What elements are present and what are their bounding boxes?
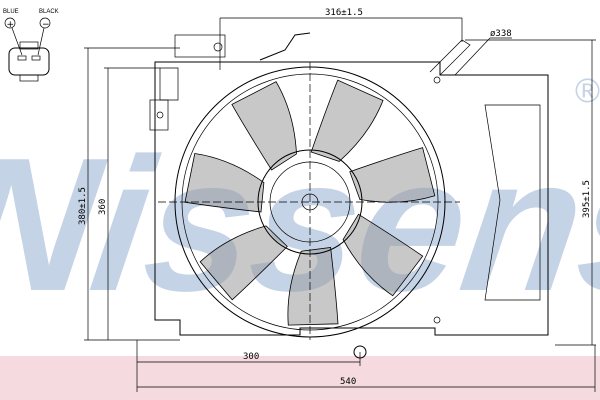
dim-top-width: 316±1.5 (325, 8, 363, 18)
fan-shroud (149, 32, 549, 336)
fan-blade (310, 79, 384, 162)
plus-icon (4, 17, 16, 29)
connector-diagram: BLUE BLACK + − (3, 9, 59, 82)
trademark-symbol: ® (575, 72, 600, 110)
fan-blades (184, 79, 436, 326)
dim-fan-diameter: ø338 (490, 29, 512, 39)
dim-bottom-partial: 300 (243, 352, 259, 362)
blue-label: BLUE (3, 9, 19, 15)
dim-left-outer: 380±1.5 (78, 187, 88, 225)
minus-symbol: − (42, 20, 50, 30)
mount-point (353, 345, 367, 359)
pink-band (0, 356, 600, 400)
dim-right-height: 395±1.5 (582, 180, 592, 218)
fan-blade (184, 153, 265, 213)
plus-symbol: + (7, 20, 15, 30)
fan-blade (349, 147, 436, 203)
fan-blade (199, 225, 288, 301)
dim-bottom-total: 540 (340, 377, 356, 387)
black-label: BLACK (39, 9, 59, 15)
fan-blade (231, 81, 297, 171)
dimensions: 316±1.5 ø338 380±1.5 360 395±1.5 300 540 (78, 8, 596, 392)
minus-icon (39, 17, 51, 29)
fan-blade (342, 213, 424, 297)
dim-left-inner: 360 (98, 199, 108, 215)
fan (158, 62, 460, 359)
fan-blade (287, 247, 339, 326)
